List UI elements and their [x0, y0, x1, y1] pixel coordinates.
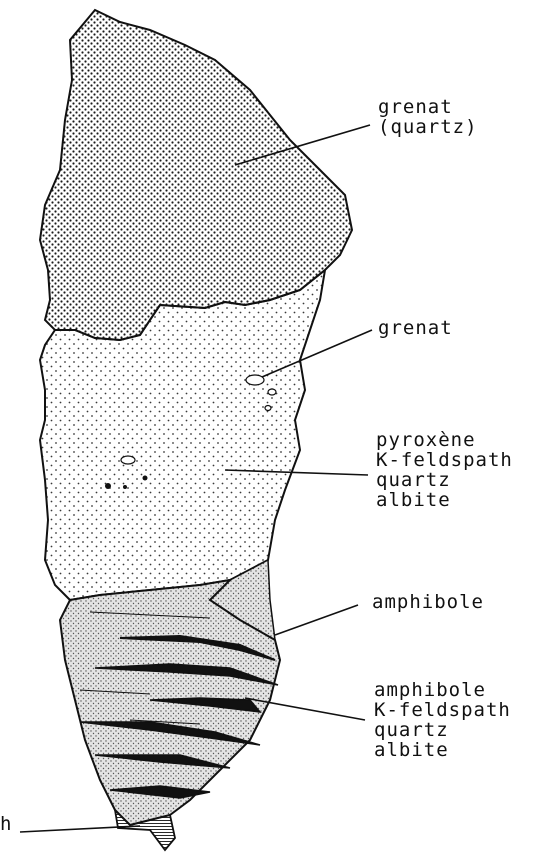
label-bottom-partial: h: [0, 814, 12, 834]
label-line: amphibole: [374, 680, 511, 700]
label-amphibole-group: amphibole K-feldspath quartz albite: [374, 680, 511, 760]
label-grenat-quartz: grenat (quartz): [378, 97, 478, 137]
label-line: K-feldspath: [374, 700, 511, 720]
label-line: pyroxène: [376, 430, 513, 450]
label-grenat: grenat: [378, 318, 453, 338]
label-line: h: [0, 813, 12, 835]
label-line: K-feldspath: [376, 450, 513, 470]
label-line: grenat: [378, 318, 453, 338]
label-line: albite: [376, 490, 513, 510]
label-line: albite: [374, 740, 511, 760]
label-line: (quartz): [378, 117, 478, 137]
label-line: grenat: [378, 97, 478, 117]
label-line: quartz: [376, 470, 513, 490]
label-line: amphibole: [372, 592, 484, 612]
label-amphibole: amphibole: [372, 592, 484, 612]
label-line: quartz: [374, 720, 511, 740]
label-pyroxene-group: pyroxène K-feldspath quartz albite: [376, 430, 513, 510]
